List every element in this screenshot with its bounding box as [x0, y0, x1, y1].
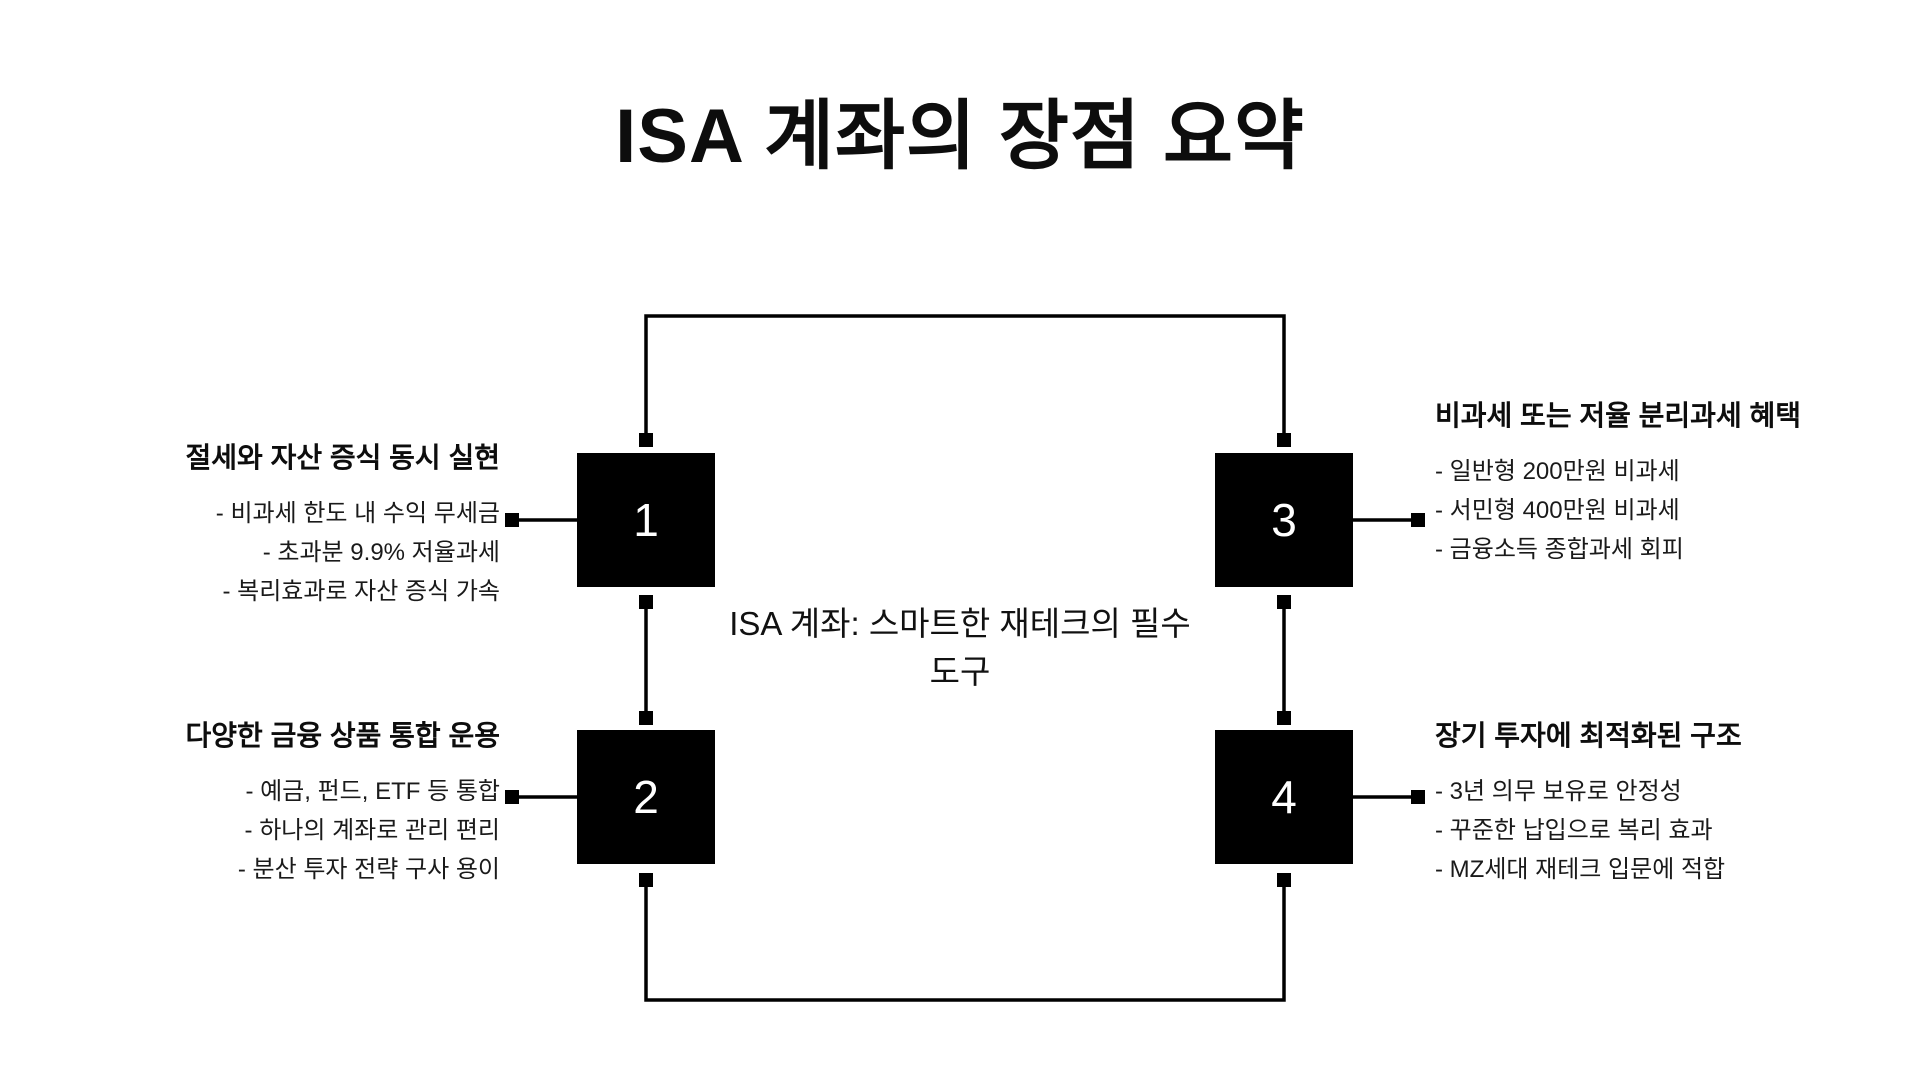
- page-title: ISA 계좌의 장점 요약: [615, 94, 1305, 179]
- node-box-2[interactable]: 2: [577, 730, 715, 864]
- connector-cap: [505, 513, 519, 527]
- list-item: - MZ세대 재테크 입문에 적합: [1435, 855, 1726, 883]
- block-2-bullets: - 예금, 펀드, ETF 등 통합 - 하나의 계좌로 관리 편리 - 분산 …: [90, 773, 500, 890]
- list-item: - 예금, 펀드, ETF 등 통합: [245, 777, 500, 805]
- block-3-bullets: - 일반형 200만원 비과세 - 서민형 400만원 비과세 - 금융소득 종…: [1435, 453, 1845, 570]
- text-block-3: 비과세 또는 저율 분리과세 혜택 - 일반형 200만원 비과세 - 서민형 …: [1435, 398, 1845, 570]
- block-2-heading: 다양한 금융 상품 통합 운용: [185, 720, 500, 751]
- node-number-3: 3: [1271, 494, 1297, 546]
- connector-cap: [639, 873, 653, 887]
- list-item: - 초과분 9.9% 저율과세: [262, 538, 500, 566]
- list-item: - 비과세 한도 내 수익 무세금: [215, 499, 500, 527]
- list-item: - 금융소득 종합과세 회피: [1435, 535, 1684, 563]
- block-1-heading: 절세와 자산 증식 동시 실현: [185, 442, 500, 473]
- node-number-2: 2: [633, 771, 659, 823]
- connector-cap: [1277, 433, 1291, 447]
- list-item: - 하나의 계좌로 관리 편리: [244, 816, 500, 844]
- connector-bottom-bracket: [644, 880, 1286, 1002]
- connector-cap: [1411, 513, 1425, 527]
- connector-cap: [639, 433, 653, 447]
- block-3-heading: 비과세 또는 저율 분리과세 혜택: [1435, 400, 1801, 431]
- text-block-2: 다양한 금융 상품 통합 운용 - 예금, 펀드, ETF 등 통합 - 하나의…: [90, 718, 500, 890]
- connector-cap: [639, 711, 653, 725]
- connector-top-bracket: [644, 314, 1286, 440]
- list-item: - 복리효과로 자산 증식 가속: [222, 577, 500, 605]
- connector-cap: [1277, 873, 1291, 887]
- block-4-bullets: - 3년 의무 보유로 안정성 - 꾸준한 납입으로 복리 효과 - MZ세대 …: [1435, 773, 1845, 890]
- block-1-bullets: - 비과세 한도 내 수익 무세금 - 초과분 9.9% 저율과세 - 복리효과…: [90, 495, 500, 612]
- list-item: - 분산 투자 전략 구사 용이: [237, 855, 500, 883]
- center-caption: ISA 계좌: 스마트한 재테크의 필수 도구: [729, 605, 1191, 690]
- list-item: - 일반형 200만원 비과세: [1435, 457, 1680, 485]
- connector-cap: [639, 595, 653, 609]
- text-block-4: 장기 투자에 최적화된 구조 - 3년 의무 보유로 안정성 - 꾸준한 납입으…: [1435, 718, 1845, 890]
- connector-cap: [505, 790, 519, 804]
- node-number-4: 4: [1271, 771, 1297, 823]
- connector-cap: [1277, 595, 1291, 609]
- list-item: - 서민형 400만원 비과세: [1435, 496, 1680, 524]
- connector-cap: [1277, 711, 1291, 725]
- list-item: - 꾸준한 납입으로 복리 효과: [1435, 816, 1713, 844]
- block-4-heading: 장기 투자에 최적화된 구조: [1435, 720, 1742, 751]
- node-box-4[interactable]: 4: [1215, 730, 1353, 864]
- list-item: - 3년 의무 보유로 안정성: [1435, 777, 1682, 805]
- connector-cap: [1411, 790, 1425, 804]
- node-box-3[interactable]: 3: [1215, 453, 1353, 587]
- node-box-1[interactable]: 1: [577, 453, 715, 587]
- text-block-1: 절세와 자산 증식 동시 실현 - 비과세 한도 내 수익 무세금 - 초과분 …: [90, 440, 500, 612]
- node-number-1: 1: [633, 494, 659, 546]
